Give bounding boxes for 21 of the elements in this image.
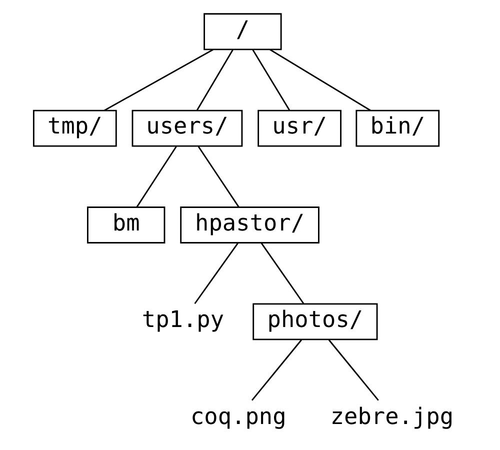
node-text: tp1.py	[141, 307, 224, 334]
node-text: coq.png	[190, 404, 286, 430]
node-box: hpastor/	[180, 206, 319, 244]
connector	[196, 49, 233, 111]
connector	[194, 242, 238, 304]
node-text: zebre.jpg	[330, 404, 454, 430]
node-box: bm	[86, 206, 165, 244]
connector	[103, 49, 213, 112]
node-box: /	[203, 13, 282, 50]
connector	[269, 49, 370, 112]
node-box: users/	[131, 110, 242, 147]
connector	[136, 146, 176, 208]
connector	[250, 339, 302, 401]
node-box: bin/	[355, 110, 440, 147]
node-box: tmp/	[32, 110, 116, 147]
connector	[328, 339, 378, 401]
connector	[197, 146, 239, 208]
node-box: usr/	[257, 110, 341, 147]
node-box: photos/	[252, 303, 378, 340]
connector	[252, 49, 290, 111]
connector	[260, 242, 304, 304]
